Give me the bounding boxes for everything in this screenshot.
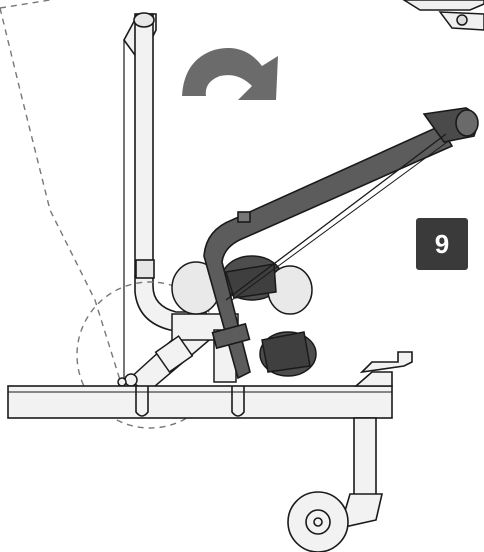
jockey-wheel [287, 417, 384, 552]
swing-path-dashed-line [0, 0, 121, 381]
trailer-drawbar [7, 351, 413, 419]
bent-carrier-arm [203, 107, 479, 380]
step-number-badge: 9 [416, 218, 468, 270]
rotation-arrow-icon [182, 48, 278, 100]
partial-part-top-right [402, 0, 484, 31]
folding-bracket [117, 313, 239, 393]
